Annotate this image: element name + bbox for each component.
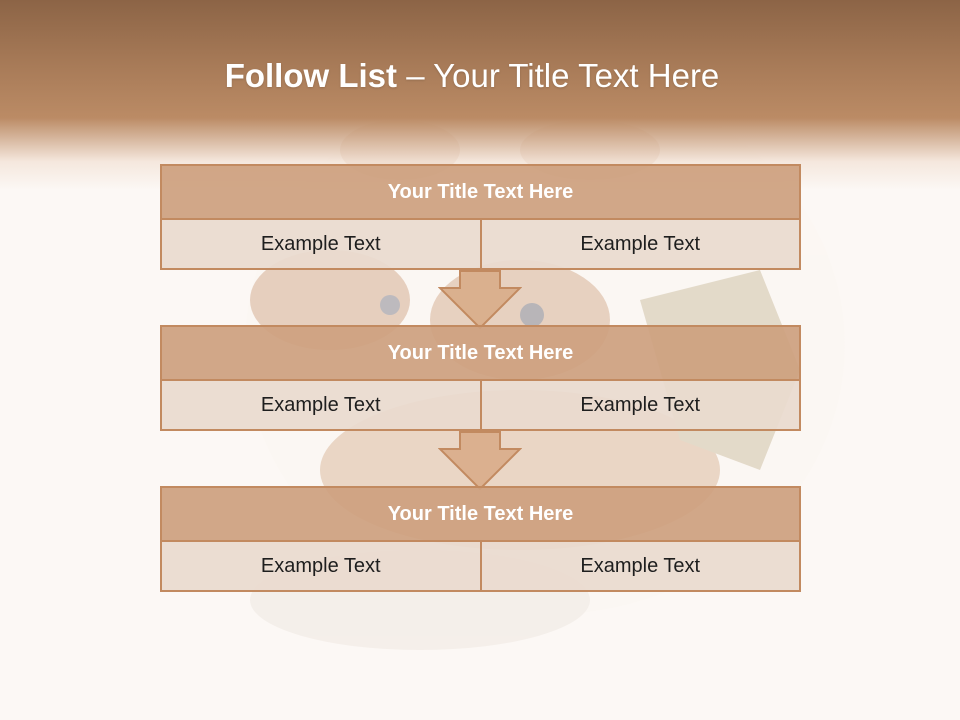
cell-right: Example Text [481,220,801,270]
header-band [0,0,960,190]
block-cells: Example Text Example Text [160,220,801,270]
block-title: Your Title Text Here [160,325,801,381]
block-title: Your Title Text Here [160,486,801,542]
down-arrow-icon [438,270,522,330]
block-cells: Example Text Example Text [160,542,801,592]
cell-right: Example Text [481,381,801,431]
down-arrow-icon [438,431,522,491]
list-block-2: Your Title Text Here Example Text Exampl… [160,325,801,431]
title-rest: – Your Title Text Here [406,57,720,94]
cell-left: Example Text [160,220,482,270]
list-block-1: Your Title Text Here Example Text Exampl… [160,164,801,270]
cell-left: Example Text [160,381,482,431]
cell-left: Example Text [160,542,482,592]
slide-title: Follow List – Your Title Text Here [0,56,944,96]
list-block-3: Your Title Text Here Example Text Exampl… [160,486,801,592]
block-title: Your Title Text Here [160,164,801,220]
title-bold: Follow List [224,57,398,94]
cell-right: Example Text [481,542,801,592]
block-cells: Example Text Example Text [160,381,801,431]
